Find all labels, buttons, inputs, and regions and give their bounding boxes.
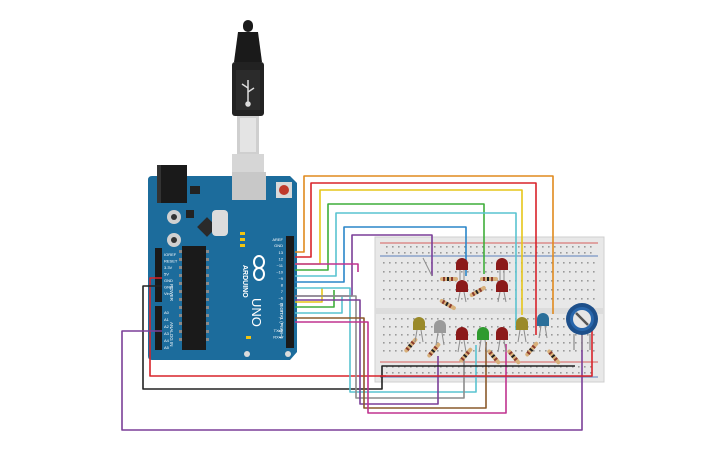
wire-gray (295, 295, 465, 399)
pin-label: GND (164, 278, 173, 283)
wire-orange (295, 175, 554, 314)
pin-label: AREF (272, 237, 283, 242)
wire-blue (295, 226, 467, 283)
led-blue (537, 313, 549, 326)
wire-green-d5 (295, 290, 335, 308)
wire-black-gnd (142, 285, 398, 390)
usb-icon (241, 80, 255, 107)
pin-label: TX▸1 (274, 328, 284, 333)
pin-label: A4 (164, 338, 170, 343)
led-red (496, 258, 508, 270)
digital-header (286, 250, 294, 348)
pin-label: Vin (164, 291, 170, 296)
wire-green-d10 (295, 203, 485, 274)
resistor (440, 277, 458, 281)
wires[interactable] (121, 175, 593, 431)
leds[interactable] (413, 258, 549, 340)
atmega-chip (182, 246, 206, 350)
usb-jack (232, 172, 266, 200)
potentiometer[interactable] (566, 303, 598, 350)
pin-label: IOREF (164, 252, 177, 257)
led-red (496, 280, 508, 292)
pin-label: 7 (281, 289, 284, 294)
led-yellow (516, 317, 528, 330)
resistor (480, 277, 498, 281)
led-yellow (413, 317, 425, 330)
wire-brown (295, 317, 487, 409)
resistor (525, 341, 539, 357)
wire-red-d12 (295, 182, 537, 335)
pin-label: ~11 (277, 263, 284, 268)
resistor (469, 286, 486, 297)
resistor (507, 349, 521, 365)
led-legs (414, 257, 548, 353)
power-jack (157, 165, 187, 203)
led-red (456, 280, 468, 292)
pin-label: A1 (164, 317, 170, 322)
resistor (404, 337, 418, 353)
resistor (459, 347, 473, 363)
pin-label: 5V (164, 272, 169, 277)
pin-label: A3 (164, 331, 170, 336)
pin-label: 2 (281, 322, 284, 327)
pin-label: ~9 (278, 276, 283, 281)
pin-label: 8 (281, 283, 284, 288)
pin-label: A2 (164, 324, 170, 329)
led-red (456, 258, 468, 270)
pin-label: A0 (164, 310, 170, 315)
pin-label: ~10 (276, 270, 284, 275)
pin-label: 4 (281, 309, 284, 314)
usb-cable[interactable] (232, 20, 264, 192)
pot-knob-indicator (575, 312, 589, 326)
pin-label: 3.3V (164, 265, 173, 270)
power-header (155, 248, 162, 302)
digital-header-label: DIGITAL (PWM~) (279, 303, 284, 338)
arduino-model-text: UNO (249, 298, 264, 327)
led-green (477, 327, 489, 340)
resistor (427, 342, 441, 358)
power-header-label: POWER (169, 284, 174, 302)
resistor (439, 299, 456, 310)
wire-magenta-low (295, 321, 507, 414)
resistors[interactable] (403, 277, 561, 365)
pin-label: GND (274, 243, 283, 248)
analog-header-label: ANALOG IN (169, 322, 174, 347)
analog-header (155, 306, 162, 350)
led-red (496, 327, 508, 340)
pin-label: RX◂0 (273, 335, 284, 340)
wire-magenta-d3 (295, 263, 359, 272)
wire-red-5v (149, 277, 386, 377)
led-red (456, 327, 468, 340)
wire-red-rail (380, 330, 593, 377)
wire-purple-a0 (121, 330, 583, 431)
arduino-logo (253, 255, 265, 281)
led-gray (434, 320, 446, 333)
pin-label: ~3 (278, 315, 283, 320)
pin-label: A5 (164, 345, 170, 350)
pin-label: GND (164, 285, 173, 290)
pin-label: 13 (279, 250, 284, 255)
wire-purple-low (295, 299, 439, 405)
arduino-uno-board[interactable]: ARDUINO UNO POWER ANALOG IN DIGITAL (PWM… (148, 165, 297, 360)
pin-label: RESET (164, 259, 178, 264)
arduino-logo-text: ARDUINO (241, 265, 248, 298)
resistor (547, 349, 561, 365)
wire-yellow-d6 (295, 288, 323, 303)
wire-cyan (295, 212, 517, 330)
wire-cyan-d4 (295, 296, 343, 314)
pin-label: ~5 (278, 302, 283, 307)
resistor (487, 349, 501, 365)
pin-label: ~6 (278, 296, 283, 301)
pin-label: 12 (279, 257, 284, 262)
